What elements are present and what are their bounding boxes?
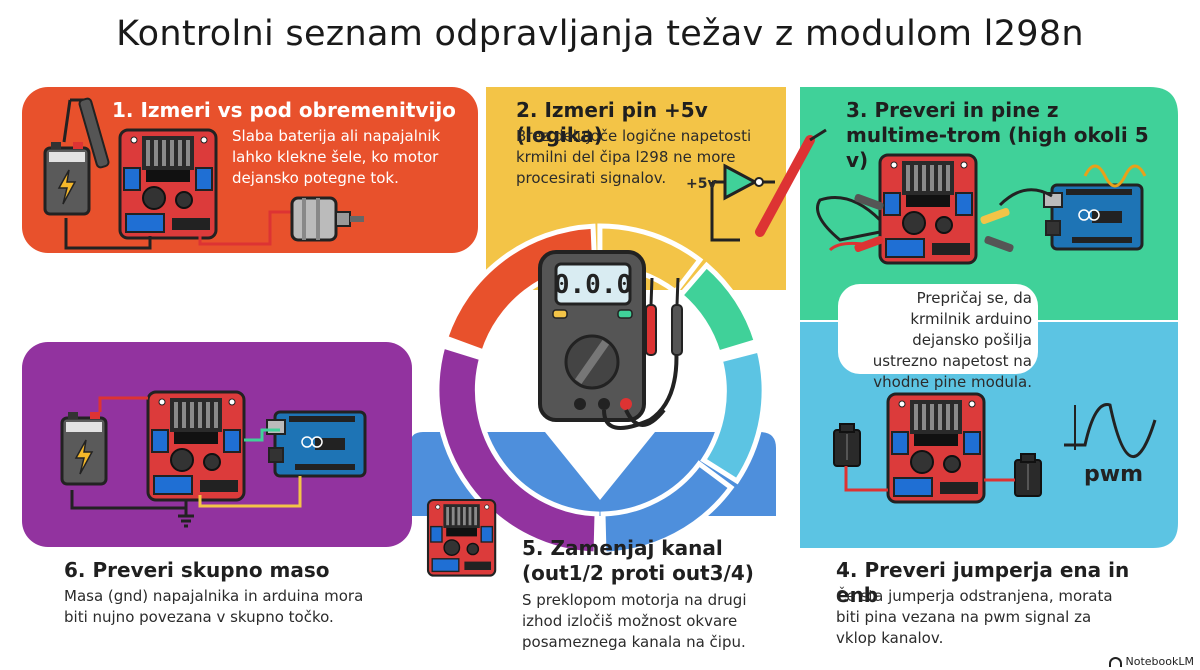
step-1-title: 1. Izmeri vs pod obremenitvijo [112, 98, 456, 122]
step-2-body: Brez delujoče logične napetosti krmilni … [516, 127, 752, 187]
l298n-module-icon [426, 498, 497, 577]
probe-icon [755, 135, 815, 237]
step-2-title: 2. Izmeri pin +5v (logika) [516, 98, 708, 147]
notebooklm-logo-icon [1108, 656, 1122, 667]
battery-icon [43, 140, 91, 216]
l298n-module-icon [118, 128, 218, 240]
step-5-body: S preklopom motorja na drugi izhod izloč… [522, 591, 747, 651]
page-title: Kontrolni seznam odpravljanja težav z mo… [116, 14, 1084, 54]
l298n-module-icon [146, 390, 246, 502]
step-1-body: Slaba baterija ali napajalnik lahko klek… [232, 127, 441, 187]
arduino-board-icon [265, 410, 367, 478]
callout-3-text-box [838, 284, 1038, 374]
panel-2-illustration [710, 128, 827, 242]
step-6-body: Masa (gnd) napajalnika in arduina mora b… [64, 587, 364, 626]
panel-5-illustration [426, 498, 497, 577]
l298n-module-icon [886, 392, 986, 504]
pwm-label: pwm [1084, 462, 1143, 487]
jumper-icon [833, 423, 861, 467]
multimeter-icon [538, 250, 683, 430]
brand-footer: NotebookLM [1108, 655, 1194, 668]
multimeter-display-value: 0.0.0 [554, 270, 632, 300]
dc-motor-icon [290, 196, 364, 242]
brand-name: NotebookLM [1125, 655, 1194, 668]
jumper-icon [1014, 453, 1042, 497]
voltage-label: +5v [686, 176, 717, 192]
panel-3-illustration [816, 153, 1147, 265]
step-4-body: Če sta jumperja odstranjena, morata biti… [836, 587, 1113, 647]
step-4-title: 4. Preveri jumperja ena in enb [836, 558, 1130, 607]
panel-6-illustration [60, 390, 367, 528]
step-5-title: 5. Zamenjaj kanal (out1/2 proti out3/4) [522, 536, 754, 585]
step-3-title: 3. Preveri in pine z multime-trom (high … [846, 98, 1149, 172]
step-6-title: 6. Preveri skupno maso [64, 558, 330, 582]
panel-1-illustration [43, 97, 364, 250]
panel-4-illustration [833, 392, 1157, 504]
step-3-body: Prepričaj se, da krmilnik arduino dejans… [872, 289, 1032, 391]
pwm-wave-icon [1064, 403, 1157, 458]
signal-wave-icon [1083, 164, 1147, 188]
battery-icon [60, 410, 108, 486]
arduino-board-icon [1042, 183, 1144, 251]
